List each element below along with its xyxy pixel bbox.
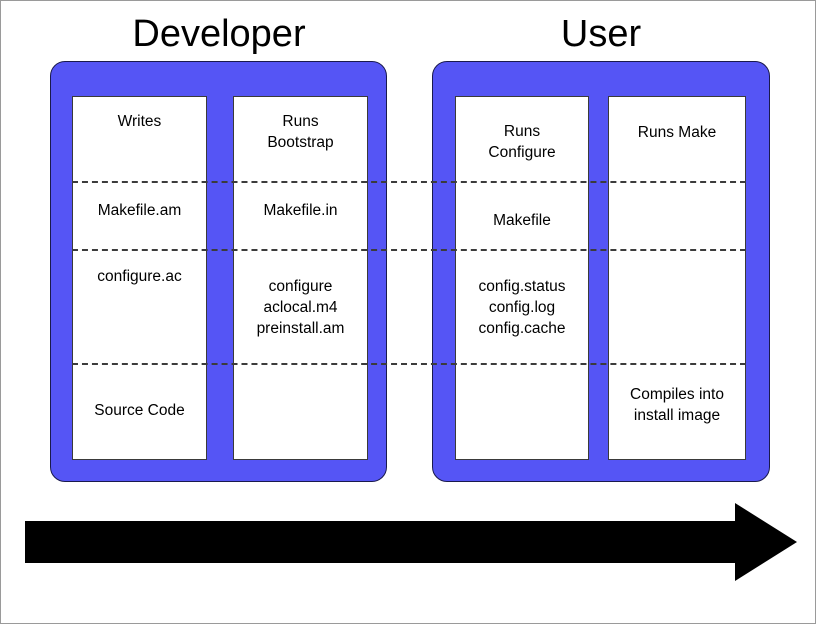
column-runs-make [608, 96, 746, 460]
column-writes [72, 96, 207, 460]
cell-configure-header: Runs Configure [488, 123, 556, 161]
time-progression-arrow [23, 499, 799, 587]
cell-make-compiles: Compiles into install image [630, 386, 724, 424]
column-runs-bootstrap [233, 96, 368, 460]
cell-configure-makefile: Makefile [493, 212, 551, 229]
stage-divider-3 [72, 363, 746, 365]
arrow-icon [25, 503, 797, 581]
cell-make-header: Runs Make [637, 124, 717, 141]
cell-writes-makefile-am: Makefile.am [97, 202, 182, 219]
stage-divider-2 [72, 249, 746, 251]
cell-writes-configure-ac: configure.ac [97, 268, 182, 285]
cell-writes-source-code: Source Code [94, 402, 185, 419]
cell-bootstrap-makefile-in: Makefile.in [263, 202, 338, 219]
column-runs-configure [455, 96, 589, 460]
cell-configure-status-files: config.status config.log config.cache [478, 278, 566, 337]
cell-bootstrap-header: Runs Bootstrap [267, 113, 334, 151]
section-title-user: User [560, 13, 642, 55]
cell-bootstrap-generated-files: configure aclocal.m4 preinstall.am [256, 278, 345, 337]
section-title-developer: Developer [132, 13, 306, 55]
cell-writes-header: Writes [117, 113, 162, 130]
stage-divider-1 [72, 181, 746, 183]
